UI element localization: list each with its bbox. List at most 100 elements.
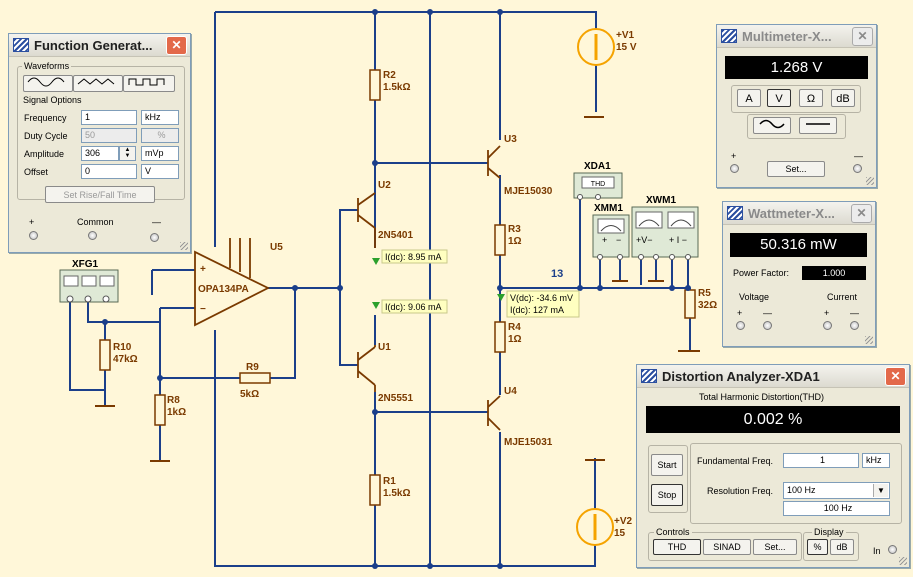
waveforms-label: Waveforms <box>22 61 72 71</box>
distortion-analyzer-title: Distortion Analyzer-XDA1 <box>662 368 820 384</box>
resolution-freq-selected: 100 Hz <box>787 485 816 495</box>
dc-source-v2[interactable] <box>576 508 614 546</box>
multimeter-titlebar[interactable]: Multimeter-X... ✕ <box>717 25 876 48</box>
probe-1[interactable]: I(dc): 8.95 mA <box>372 249 448 265</box>
negative-terminal[interactable] <box>853 164 862 173</box>
offset-input[interactable]: 0 <box>81 164 137 179</box>
function-generator-window: Function Generat... ✕ Waveforms Signal O… <box>8 33 191 253</box>
instrument-xwm1[interactable]: +V− + I − <box>631 206 699 260</box>
resistor-r2[interactable] <box>369 69 381 101</box>
function-generator-titlebar[interactable]: Function Generat... ✕ <box>9 34 190 57</box>
instrument-xmm1[interactable]: + − <box>592 214 630 260</box>
frequency-unit-field[interactable]: kHz <box>141 110 179 125</box>
distortion-analyzer-titlebar[interactable]: Distortion Analyzer-XDA1 ✕ <box>637 365 909 388</box>
set-rise-fall-time-button[interactable]: Set Rise/Fall Time <box>45 186 155 203</box>
dc-source-v1[interactable] <box>577 28 615 66</box>
positive-terminal[interactable] <box>29 231 38 240</box>
negative-terminal[interactable] <box>150 233 159 242</box>
label-r4-value: 1Ω <box>508 334 522 345</box>
instrument-xfg1[interactable] <box>59 269 119 303</box>
wattmeter-titlebar[interactable]: Wattmeter-X... ✕ <box>723 202 875 225</box>
close-button[interactable]: ✕ <box>851 203 872 223</box>
resize-grip[interactable] <box>865 336 873 344</box>
label-r3-name: R3 <box>508 224 521 235</box>
label-v2-name: +V2 <box>614 516 633 527</box>
mode-ampere-button[interactable]: A <box>737 89 761 107</box>
transistor-u2[interactable] <box>357 192 376 248</box>
resistor-r8[interactable] <box>154 394 166 426</box>
probe-3[interactable]: V(dc): -34.6 mV I(dc): 127 mA <box>497 290 580 318</box>
sinad-button[interactable]: SINAD <box>703 539 751 555</box>
offset-label: Offset <box>24 167 48 177</box>
fundamental-freq-label: Fundamental Freq. <box>697 456 774 466</box>
multimeter-set-button[interactable]: Set... <box>767 161 825 177</box>
power-factor-display: 1.000 <box>802 266 866 280</box>
label-xda1: XDA1 <box>584 161 611 172</box>
mode-ohm-button[interactable]: Ω <box>799 89 823 107</box>
voltage-plus-label: + <box>737 308 743 318</box>
resolution-freq-dropdown[interactable]: 100 Hz ▼ <box>783 482 890 499</box>
transistor-u4[interactable] <box>487 395 501 431</box>
negative-terminal-label: — <box>854 151 863 161</box>
signal-type-group <box>747 114 846 139</box>
opamp-minus-sign: − <box>200 304 206 315</box>
resize-grip[interactable] <box>180 242 188 250</box>
amplitude-unit-field[interactable]: mVp <box>141 146 179 161</box>
transistor-u1[interactable] <box>357 345 376 392</box>
amplitude-spinner[interactable]: ▲▼ <box>119 146 136 161</box>
fundamental-freq-input[interactable]: 1 <box>783 453 859 468</box>
label-v2-value: 15 <box>614 528 626 539</box>
common-terminal[interactable] <box>88 231 97 240</box>
ac-mode-button[interactable] <box>753 117 791 134</box>
stop-button[interactable]: Stop <box>651 484 683 506</box>
square-wave-button[interactable] <box>123 75 175 92</box>
resize-grip[interactable] <box>866 177 874 185</box>
mode-volt-button[interactable]: V <box>767 89 791 107</box>
duty-cycle-input[interactable]: 50 <box>81 128 137 143</box>
current-negative-terminal[interactable] <box>850 321 859 330</box>
resistor-r3[interactable] <box>494 224 506 256</box>
voltage-negative-terminal[interactable] <box>763 321 772 330</box>
label-r4-name: R4 <box>508 322 521 333</box>
resistor-r5[interactable] <box>684 289 696 319</box>
sine-wave-button[interactable] <box>23 75 73 92</box>
current-positive-terminal[interactable] <box>823 321 832 330</box>
resistor-r10[interactable] <box>99 339 111 371</box>
duty-cycle-label: Duty Cycle <box>24 131 68 141</box>
analyzer-set-button[interactable]: Set... <box>753 539 797 555</box>
resize-grip[interactable] <box>899 557 907 565</box>
resistor-r1[interactable] <box>369 474 381 506</box>
label-xmm1: XMM1 <box>594 203 623 214</box>
transistor-u3[interactable] <box>487 145 501 179</box>
triangle-wave-button[interactable] <box>73 75 123 92</box>
label-r9-name: R9 <box>246 362 259 373</box>
resistor-r4[interactable] <box>494 321 506 353</box>
probe-3-current: I(dc): 127 mA <box>510 305 564 315</box>
close-button[interactable]: ✕ <box>885 366 906 386</box>
xmm1-plus: + <box>602 235 607 245</box>
triangle-wave-icon <box>77 78 115 85</box>
percent-button[interactable]: % <box>807 539 828 555</box>
close-button[interactable]: ✕ <box>166 35 187 55</box>
probe-2[interactable]: I(dc): 9.06 mA <box>372 299 448 314</box>
offset-unit-field[interactable]: V <box>141 164 179 179</box>
close-button[interactable]: ✕ <box>852 26 873 46</box>
frequency-input[interactable]: 1 <box>81 110 137 125</box>
thd-button[interactable]: THD <box>653 539 701 555</box>
xwm1-current-sign: + I − <box>669 235 687 245</box>
mode-db-button[interactable]: dB <box>831 89 855 107</box>
opamp-u5[interactable] <box>194 238 271 327</box>
fundamental-freq-unit-field[interactable]: kHz <box>862 453 890 468</box>
instrument-xda1[interactable]: THD <box>573 172 623 200</box>
resistor-r9[interactable] <box>239 372 271 384</box>
dc-mode-button[interactable] <box>799 117 837 134</box>
amplitude-input[interactable]: 306 <box>81 146 119 161</box>
label-v1-name: +V1 <box>616 30 635 41</box>
duty-cycle-unit-field[interactable]: % <box>141 128 179 143</box>
positive-terminal[interactable] <box>730 164 739 173</box>
input-terminal[interactable] <box>888 545 897 554</box>
start-button[interactable]: Start <box>651 454 683 476</box>
db-button[interactable]: dB <box>830 539 854 555</box>
voltage-positive-terminal[interactable] <box>736 321 745 330</box>
chevron-down-icon[interactable]: ▼ <box>873 484 888 497</box>
